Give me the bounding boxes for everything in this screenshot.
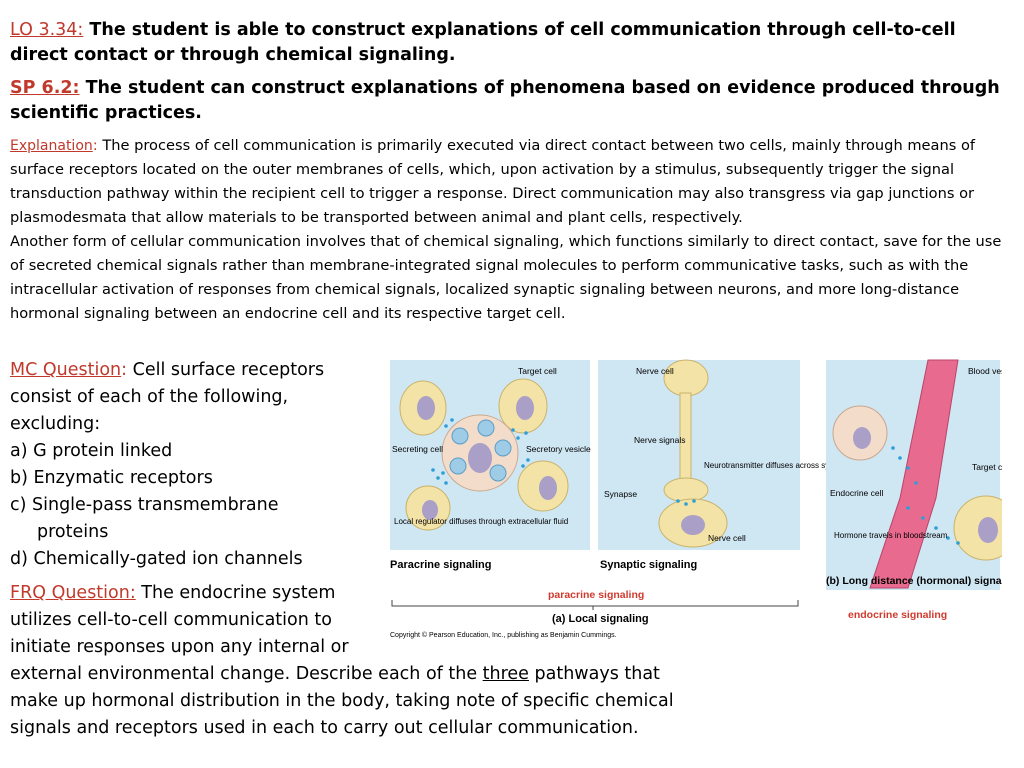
frq-line1: The endocrine system utilizes cell-to-ce… bbox=[10, 583, 349, 657]
frq-rest-after: pathways that make up hormonal distribut… bbox=[10, 664, 674, 738]
label-synapse: Synapse bbox=[604, 489, 637, 499]
local-signaling: paracrine signaling (a) Local signaling … bbox=[390, 589, 799, 639]
mc-option-c-cont: proteins bbox=[37, 522, 109, 542]
lo-text: The student is able to construct explana… bbox=[10, 20, 956, 65]
blood-vessel bbox=[869, 359, 959, 589]
frq-question: FRQ Question: The endocrine system utili… bbox=[10, 580, 710, 742]
explanation-para2: Another form of cellular communication i… bbox=[10, 233, 1002, 322]
bracket bbox=[391, 600, 799, 610]
science-practice: SP 6.2: The student can construct explan… bbox=[10, 76, 1010, 126]
nucleus-icon bbox=[516, 396, 534, 420]
copyright: Copyright © Pearson Education, Inc., pub… bbox=[390, 631, 617, 639]
synaptic-title: Synaptic signaling bbox=[600, 559, 697, 571]
mc-stem: MC Question: Cell surface receptors cons… bbox=[10, 357, 360, 438]
cell-signaling-figure: Target cell Secreting cell Secretory ves… bbox=[388, 358, 1020, 640]
mc-colon: : bbox=[121, 360, 128, 380]
paracrine-panel: Target cell Secreting cell Secretory ves… bbox=[390, 360, 591, 571]
paracrine-title: Paracrine signaling bbox=[390, 559, 491, 571]
neurotransmitter-dots bbox=[676, 499, 696, 506]
mc-option-a: a) G protein linked bbox=[10, 441, 173, 461]
nucleus-icon bbox=[468, 443, 492, 473]
paracrine-red-label: paracrine signaling bbox=[548, 589, 644, 601]
mc-option-b: b) Enzymatic receptors bbox=[10, 468, 213, 488]
explanation-text-1: The process of cell communication is pri… bbox=[10, 137, 976, 226]
signaling-diagram: Target cell Secreting cell Secretory ves… bbox=[390, 359, 1020, 639]
label-target-cell: Target cell bbox=[518, 366, 557, 376]
label-nerve-cell: Nerve cell bbox=[708, 533, 746, 543]
mc-tag: MC Question bbox=[10, 360, 122, 380]
explanation-colon: : bbox=[92, 137, 98, 154]
label-neurotransmitter: Neurotransmitter diffuses across synapse bbox=[704, 461, 852, 470]
label-nerve-signals: Nerve signals bbox=[634, 435, 686, 445]
mc-question: MC Question: Cell surface receptors cons… bbox=[10, 357, 360, 573]
endocrine-title: (b) Long distance (hormonal) signaling bbox=[826, 575, 1002, 587]
endocrine-red-label: endocrine signaling bbox=[848, 609, 947, 621]
nucleus-icon bbox=[978, 517, 998, 543]
mc-option-c: c) Single-pass transmembrane bbox=[10, 495, 279, 515]
frq-three: three bbox=[482, 664, 529, 684]
hormone-dots bbox=[891, 446, 960, 545]
lo-tag: LO 3.34: bbox=[10, 20, 84, 40]
endocrine-panel: Blood vessel Target cell Endocrine cell … bbox=[826, 359, 1020, 621]
explanation-para1: Explanation: The process of cell communi… bbox=[10, 134, 1015, 230]
mc-option-d: d) Chemically-gated ion channels bbox=[10, 549, 303, 569]
label-secreting-cell: Secreting cell bbox=[392, 444, 443, 454]
frq-tag: FRQ Question: bbox=[10, 583, 136, 603]
frq-intro: FRQ Question: The endocrine system utili… bbox=[10, 580, 375, 661]
frq-rest: external environmental change. Describe … bbox=[10, 661, 710, 742]
label-blood-vessel: Blood vessel bbox=[968, 366, 1002, 376]
synaptic-panel: Nerve cell Nerve signals Neurotransmitte… bbox=[598, 359, 852, 571]
label-target-cell-endo: Target cell bbox=[972, 462, 1002, 472]
mc-question-text: Cell surface receptors consist of each o… bbox=[10, 360, 325, 434]
label-secretory-vesicle: Secretory vesicle bbox=[526, 444, 591, 454]
signal-dots bbox=[431, 418, 530, 485]
label-hormone: Hormone travels in bloodstream bbox=[834, 531, 948, 540]
label-endocrine-cell: Endocrine cell bbox=[830, 488, 884, 498]
nucleus-icon bbox=[539, 476, 557, 500]
nucleus-icon bbox=[417, 396, 435, 420]
sp-tag: SP 6.2: bbox=[10, 78, 80, 98]
label-local-regulator: Local regulator diffuses through extrace… bbox=[394, 517, 568, 526]
frq-rest-before: external environmental change. Describe … bbox=[10, 664, 483, 684]
label-nerve-cell-top: Nerve cell bbox=[636, 366, 674, 376]
explanation-tag: Explanation bbox=[10, 138, 93, 154]
nucleus-icon bbox=[422, 500, 438, 520]
sp-text: The student can construct explanations o… bbox=[10, 78, 1000, 123]
axon-terminal bbox=[663, 477, 709, 503]
explanation-block: Explanation: The process of cell communi… bbox=[10, 134, 1015, 326]
nucleus-icon bbox=[681, 515, 705, 535]
local-title: (a) Local signaling bbox=[552, 613, 649, 625]
nucleus-icon bbox=[853, 427, 871, 449]
vesicles bbox=[449, 419, 512, 482]
learning-objective: LO 3.34: The student is able to construc… bbox=[10, 18, 1010, 68]
